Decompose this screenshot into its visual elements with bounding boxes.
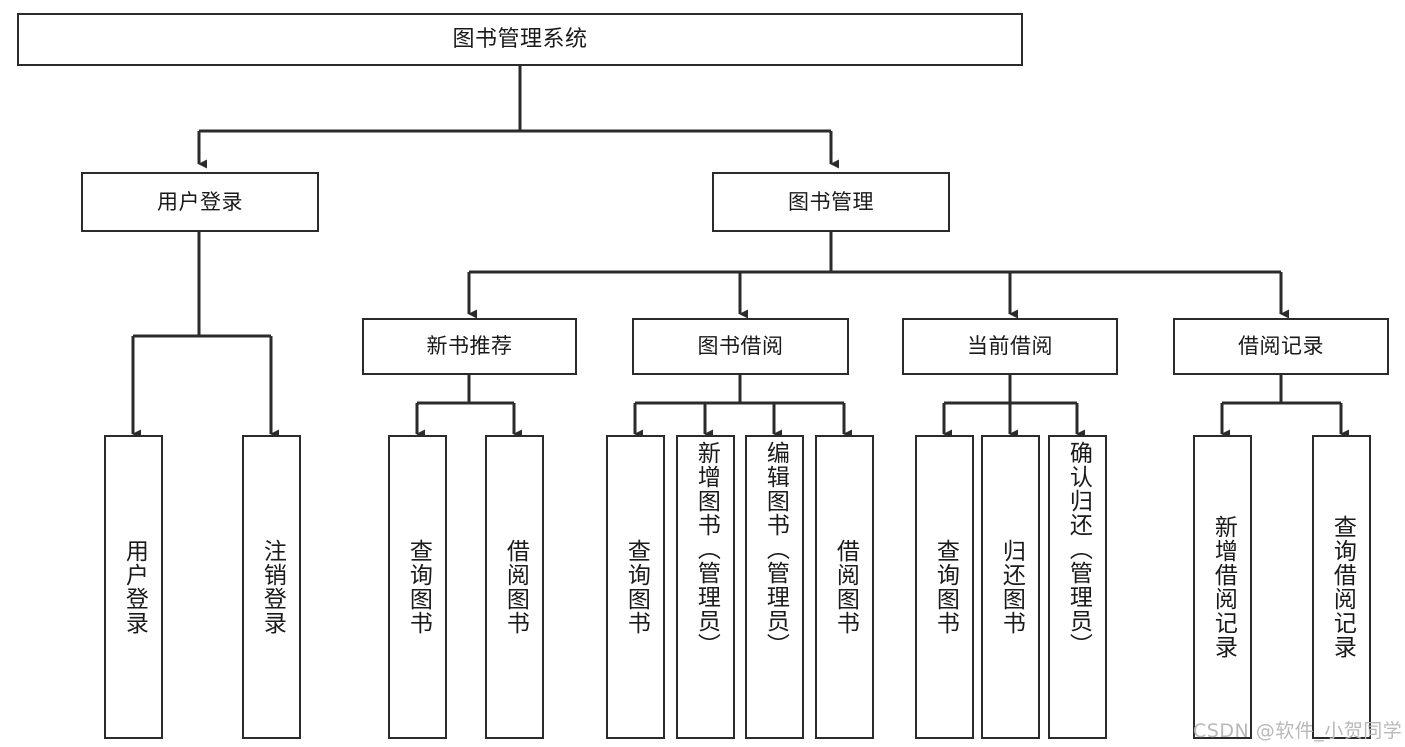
node-label: 查询借阅记录 (1329, 515, 1356, 659)
node-label: 编辑图书（管理员） (762, 441, 789, 657)
node-label: 当前借阅 (967, 334, 1053, 359)
node-leaf-user-login[interactable]: 用户登录 (104, 435, 163, 739)
node-book-management[interactable]: 图书管理 (712, 172, 950, 232)
node-leaf-add-book-admin[interactable]: 新增图书（管理员） (676, 435, 735, 739)
node-label: 借阅记录 (1238, 334, 1324, 359)
node-leaf-query-book-borrow[interactable]: 查询图书 (606, 435, 665, 739)
node-leaf-query-book-recommend[interactable]: 查询图书 (388, 435, 447, 739)
node-current-borrow[interactable]: 当前借阅 (902, 318, 1118, 375)
node-root-book-management-system[interactable]: 图书管理系统 (17, 13, 1023, 66)
node-label: 用户登录 (121, 539, 148, 635)
node-book-borrow[interactable]: 图书借阅 (632, 318, 849, 375)
node-label: 确认归还（管理员） (1065, 441, 1092, 657)
node-label: 图书借阅 (697, 334, 784, 359)
node-leaf-return-book[interactable]: 归还图书 (981, 435, 1040, 739)
node-label: 图书管理 (788, 189, 874, 214)
node-label: 查询图书 (405, 539, 432, 635)
csdn-watermark: CSDN @软件_小贺同学 (1193, 720, 1403, 742)
node-leaf-borrow-book[interactable]: 借阅图书 (815, 435, 874, 739)
node-leaf-query-borrow-record[interactable]: 查询借阅记录 (1312, 435, 1371, 739)
node-label: 新书推荐 (426, 334, 513, 359)
node-label: 查询图书 (932, 539, 959, 635)
node-leaf-query-book-current[interactable]: 查询图书 (915, 435, 974, 739)
node-user-login[interactable]: 用户登录 (81, 172, 319, 232)
node-leaf-add-borrow-record[interactable]: 新增借阅记录 (1193, 435, 1252, 739)
node-leaf-user-logout[interactable]: 注销登录 (242, 435, 301, 739)
node-label: 用户登录 (157, 189, 243, 214)
node-leaf-confirm-return-admin[interactable]: 确认归还（管理员） (1048, 435, 1107, 739)
node-leaf-borrow-book-recommend[interactable]: 借阅图书 (485, 435, 544, 739)
node-label: 图书管理系统 (452, 26, 588, 52)
node-label: 新增图书（管理员） (693, 441, 720, 657)
node-leaf-edit-book-admin[interactable]: 编辑图书（管理员） (745, 435, 804, 739)
node-label: 借阅图书 (832, 539, 859, 635)
node-label: 借阅图书 (502, 539, 529, 635)
node-new-book-recommendation[interactable]: 新书推荐 (362, 318, 577, 375)
node-label: 查询图书 (623, 539, 650, 635)
node-label: 归还图书 (998, 539, 1025, 635)
node-borrow-record[interactable]: 借阅记录 (1173, 318, 1389, 375)
node-label: 注销登录 (259, 539, 286, 635)
node-label: 新增借阅记录 (1210, 515, 1237, 659)
